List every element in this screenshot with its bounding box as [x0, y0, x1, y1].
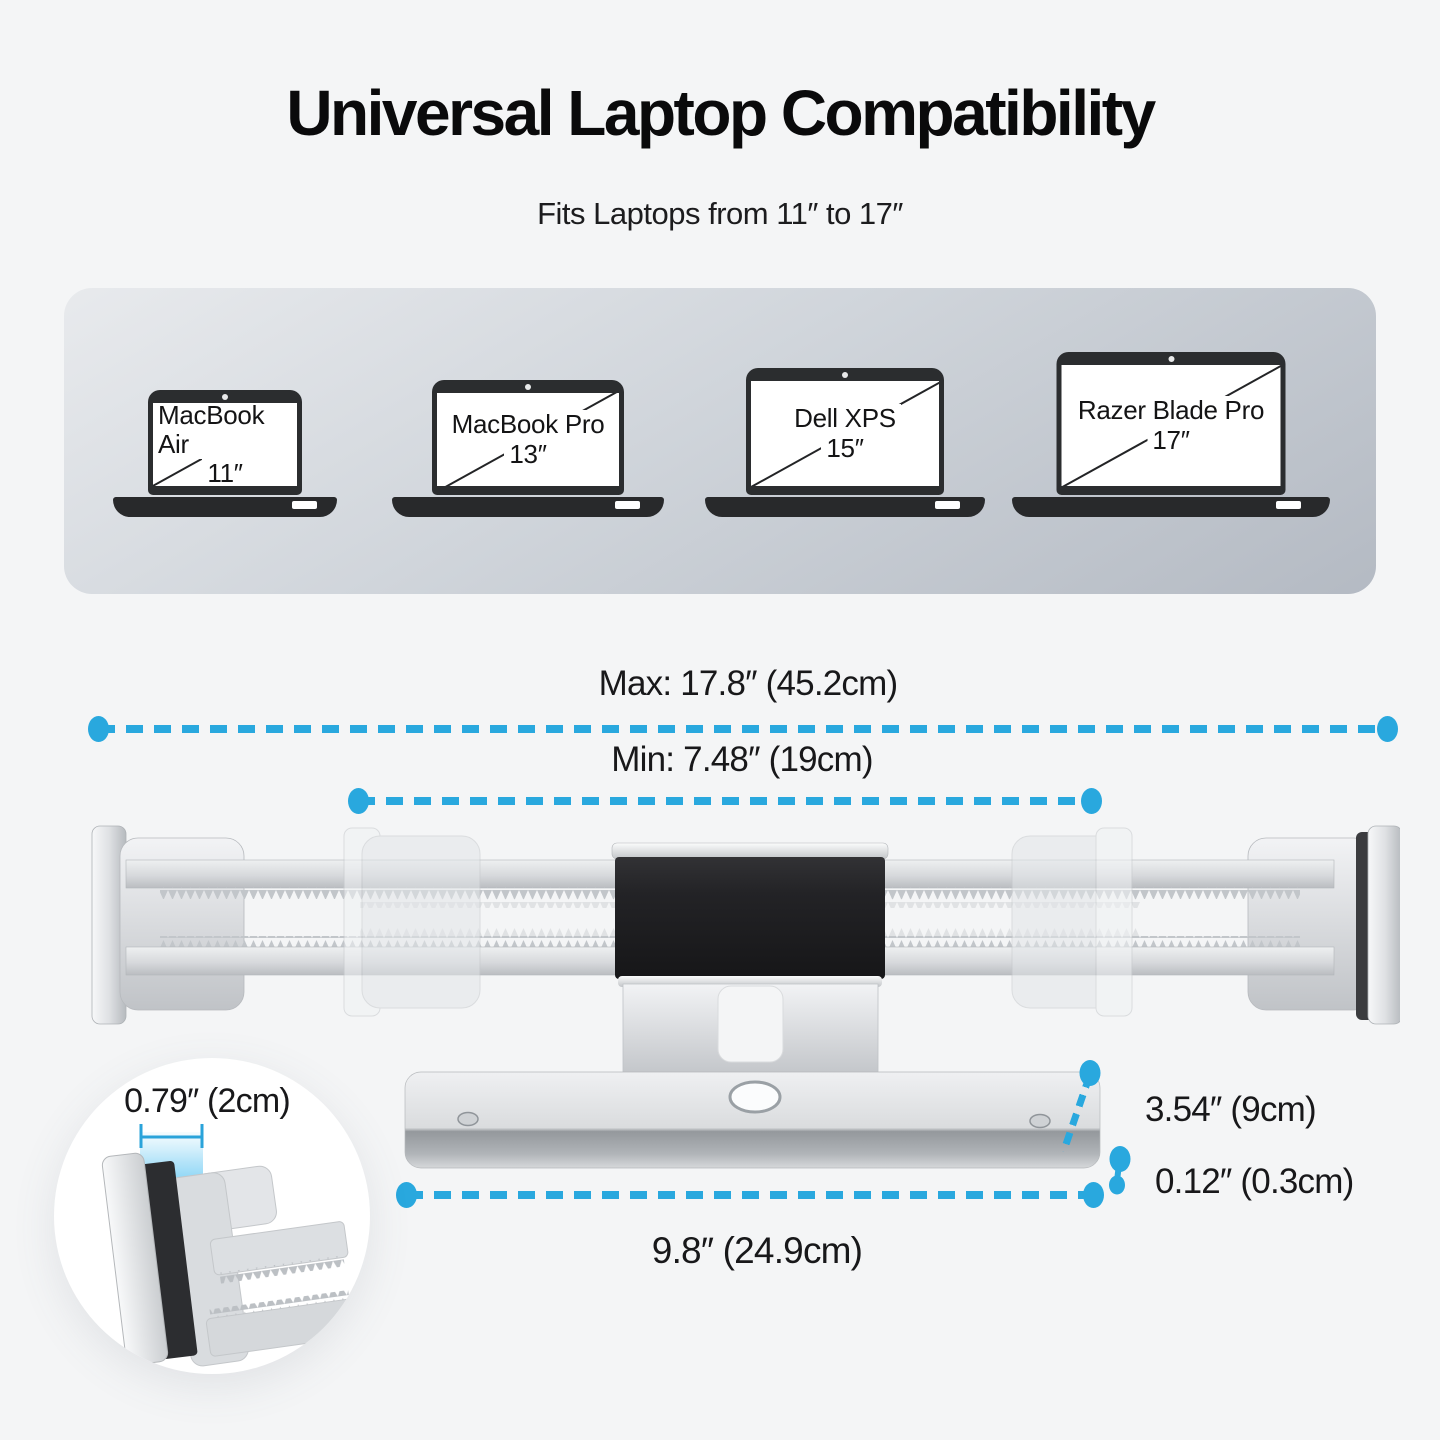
laptop-base	[1012, 497, 1330, 517]
laptop-macbook-pro: MacBook Pro 13″	[392, 380, 664, 517]
page-title: Universal Laptop Compatibility	[286, 77, 1156, 149]
laptop-label: Dell XPS 15″	[751, 381, 939, 486]
laptop-display: Dell XPS 15″	[751, 381, 939, 486]
clamp-inner-width-label: 0.79″ (2cm)	[124, 1082, 291, 1120]
min-width-dimension-line	[358, 797, 1092, 805]
laptop-screen: MacBook Air 11″	[148, 390, 302, 495]
base-depth-label: 3.54″ (9cm)	[1145, 1090, 1317, 1129]
laptop-display: MacBook Pro 13″	[437, 393, 619, 486]
laptop-base	[392, 497, 664, 517]
base-width-label: 9.8″ (24.9cm)	[651, 1230, 863, 1271]
laptop-size: 13″	[504, 439, 552, 469]
laptop-razer-blade-pro: Razer Blade Pro 17″	[1012, 352, 1330, 517]
laptop-label: MacBook Pro 13″	[437, 393, 619, 486]
max-width-label: Max: 17.8″ (45.2cm)	[598, 664, 899, 703]
laptop-name: Dell XPS	[789, 404, 901, 434]
max-width-dimension-line	[98, 725, 1388, 733]
webcam-dot-icon	[1168, 356, 1174, 362]
laptop-hinge-notch	[291, 501, 317, 509]
laptop-label: MacBook Air 11″	[153, 403, 297, 486]
laptop-screen: MacBook Pro 13″	[432, 380, 624, 495]
clamp-detail-inset-circle	[54, 1058, 370, 1374]
base-width-dimension-line	[406, 1191, 1094, 1199]
laptop-screen: Razer Blade Pro 17″	[1056, 352, 1286, 495]
laptop-name: Razer Blade Pro	[1072, 396, 1270, 426]
laptop-base	[705, 497, 985, 517]
laptop-display: Razer Blade Pro 17″	[1061, 365, 1281, 486]
laptop-hinge-notch	[614, 501, 640, 509]
laptop-screen: Dell XPS 15″	[746, 368, 944, 495]
webcam-dot-icon	[222, 394, 228, 400]
base-thickness-label: 0.12″ (0.3cm)	[1155, 1162, 1354, 1201]
laptop-size: 15″	[821, 433, 869, 463]
ghost-clamp-right	[1011, 827, 1133, 1017]
dimension-endpoint-dot	[1109, 1146, 1131, 1172]
webcam-dot-icon	[842, 372, 848, 378]
laptop-stand-illustration	[91, 825, 1400, 1169]
ghost-clamp-left	[343, 827, 481, 1017]
laptop-label: Razer Blade Pro 17″	[1062, 365, 1281, 486]
dimension-endpoint-dot	[1079, 1060, 1101, 1086]
page-subtitle: Fits Laptops from 11″ to 17″	[537, 196, 903, 231]
min-width-label: Min: 7.48″ (19cm)	[611, 740, 873, 779]
laptop-size: 17″	[1147, 425, 1195, 455]
laptop-dell-xps: Dell XPS 15″	[705, 368, 985, 517]
laptop-display: MacBook Air 11″	[153, 403, 297, 486]
webcam-dot-icon	[525, 384, 531, 390]
laptop-base	[113, 497, 337, 517]
dimension-endpoint-dot	[1109, 1175, 1125, 1195]
laptop-hinge-notch	[1276, 501, 1302, 509]
laptop-hinge-notch	[934, 501, 960, 509]
laptop-name: MacBook Air	[153, 403, 297, 460]
laptop-macbook-air: MacBook Air 11″	[113, 390, 337, 517]
laptop-size: 11″	[202, 458, 248, 486]
laptop-name: MacBook Pro	[446, 410, 610, 440]
clamp-detail-illustration	[101, 1124, 360, 1367]
